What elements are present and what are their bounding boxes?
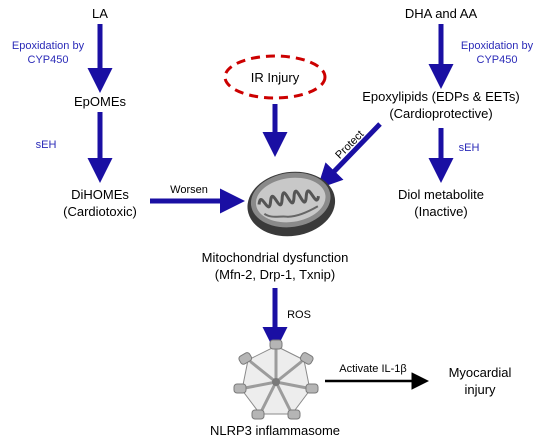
- node-dihomes-note: (Cardiotoxic): [63, 204, 137, 219]
- node-diol: Diol metabolite: [398, 187, 484, 202]
- node-epoxylipids: Epoxylipids (EDPs & EETs): [362, 89, 520, 104]
- node-myocardial-2: injury: [464, 382, 496, 397]
- node-dha-aa: DHA and AA: [405, 6, 478, 21]
- node-diol-note: (Inactive): [414, 204, 467, 219]
- node-nlrp3: NLRP3 inflammasome: [210, 423, 340, 438]
- step-right-epoxidation: Epoxidation by: [461, 40, 534, 52]
- node-epomes: EpOMEs: [74, 94, 127, 109]
- arrow-epoxylipids-protect-mito: [317, 122, 382, 190]
- step-left-cyp450: CYP450: [28, 54, 69, 66]
- edge-activate: Activate IL-1β: [339, 363, 406, 375]
- ir-injury-ring: [223, 54, 327, 100]
- step-left-epoxidation: Epoxidation by: [12, 40, 85, 52]
- node-mito-markers: (Mfn-2, Drp-1, Txnip): [215, 267, 335, 282]
- nlrp3-inflammasome-icon: [233, 339, 319, 420]
- node-epoxylipids-note: (Cardioprotective): [389, 106, 492, 121]
- node-mito: Mitochondrial dysfunction: [202, 250, 349, 265]
- node-myocardial: Myocardial: [449, 365, 512, 380]
- edge-worsen: Worsen: [170, 184, 208, 196]
- node-dihomes: DiHOMEs: [71, 187, 129, 202]
- edge-ros: ROS: [287, 309, 311, 321]
- node-ir-injury: IR Injury: [251, 70, 300, 85]
- node-la: LA: [92, 6, 108, 21]
- step-seh-right: sEH: [459, 142, 480, 154]
- step-right-cyp450: CYP450: [477, 54, 518, 66]
- mitochondrion-icon: [247, 171, 336, 237]
- step-seh-left: sEH: [36, 139, 57, 151]
